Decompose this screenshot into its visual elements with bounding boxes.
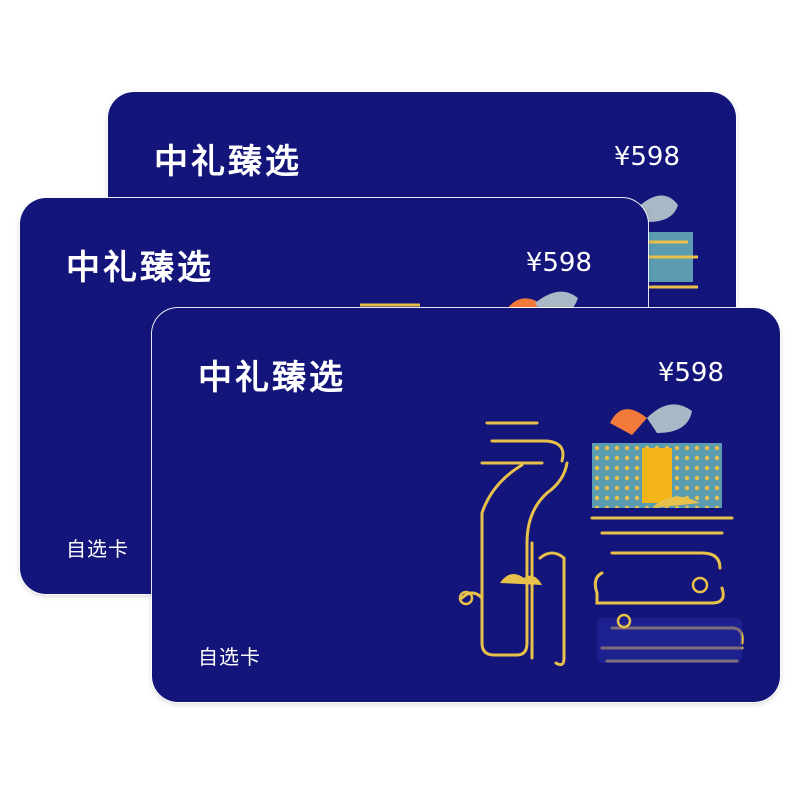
card-brand: 中礼臻选 bbox=[154, 142, 302, 182]
card-brand: 中礼臻选 bbox=[198, 358, 346, 398]
gift-li-character-art-icon bbox=[458, 404, 744, 667]
gift-card-front[interactable]: 中礼臻选 ¥598 自选卡 bbox=[152, 308, 780, 702]
card-type-label: 自选卡 bbox=[198, 645, 261, 669]
card-price: ¥598 bbox=[657, 358, 724, 388]
card-brand: 中礼臻选 bbox=[66, 248, 214, 288]
card-price: ¥598 bbox=[525, 248, 592, 278]
card-price: ¥598 bbox=[613, 142, 680, 172]
card-type-label: 自选卡 bbox=[66, 537, 129, 561]
